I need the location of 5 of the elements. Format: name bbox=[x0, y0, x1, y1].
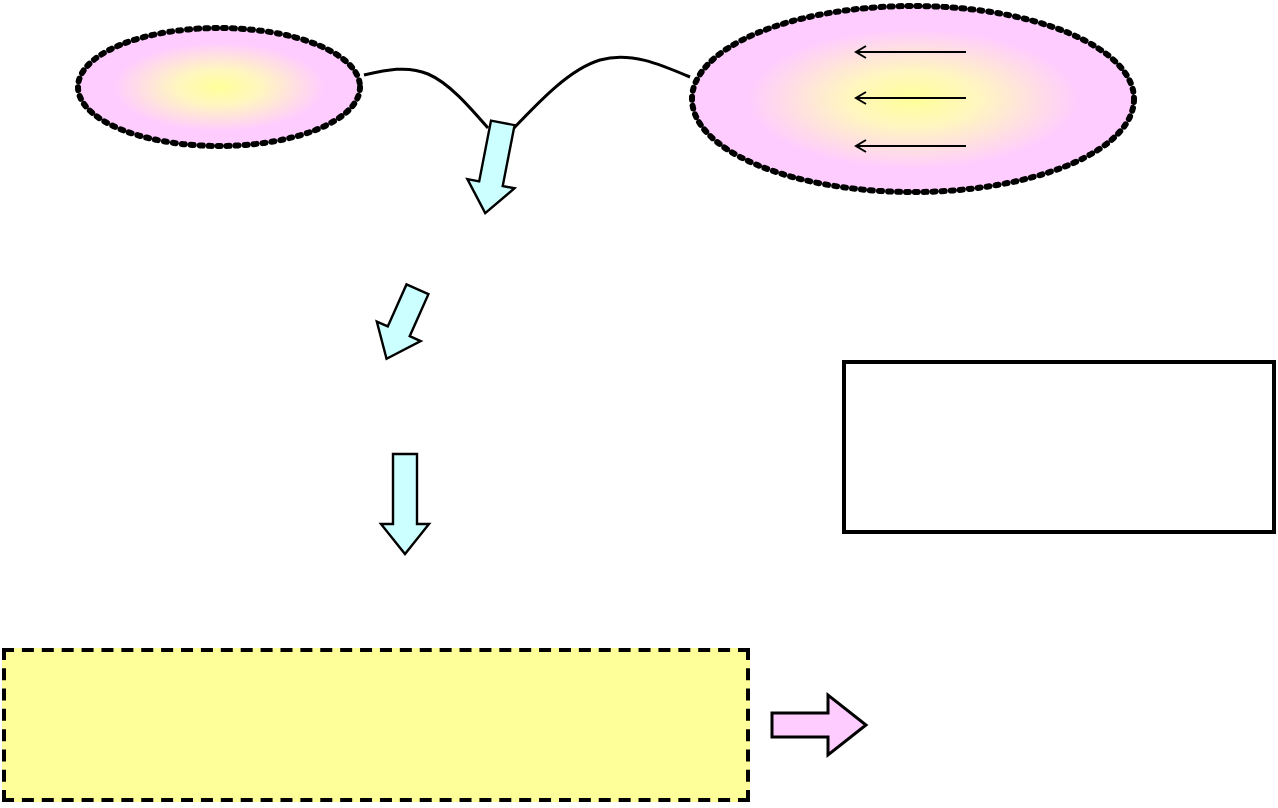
block-arrow bbox=[770, 691, 869, 759]
process-box bbox=[842, 360, 1276, 534]
process-box bbox=[2, 648, 750, 802]
connector-line bbox=[510, 55, 691, 132]
connector-line bbox=[363, 67, 490, 129]
